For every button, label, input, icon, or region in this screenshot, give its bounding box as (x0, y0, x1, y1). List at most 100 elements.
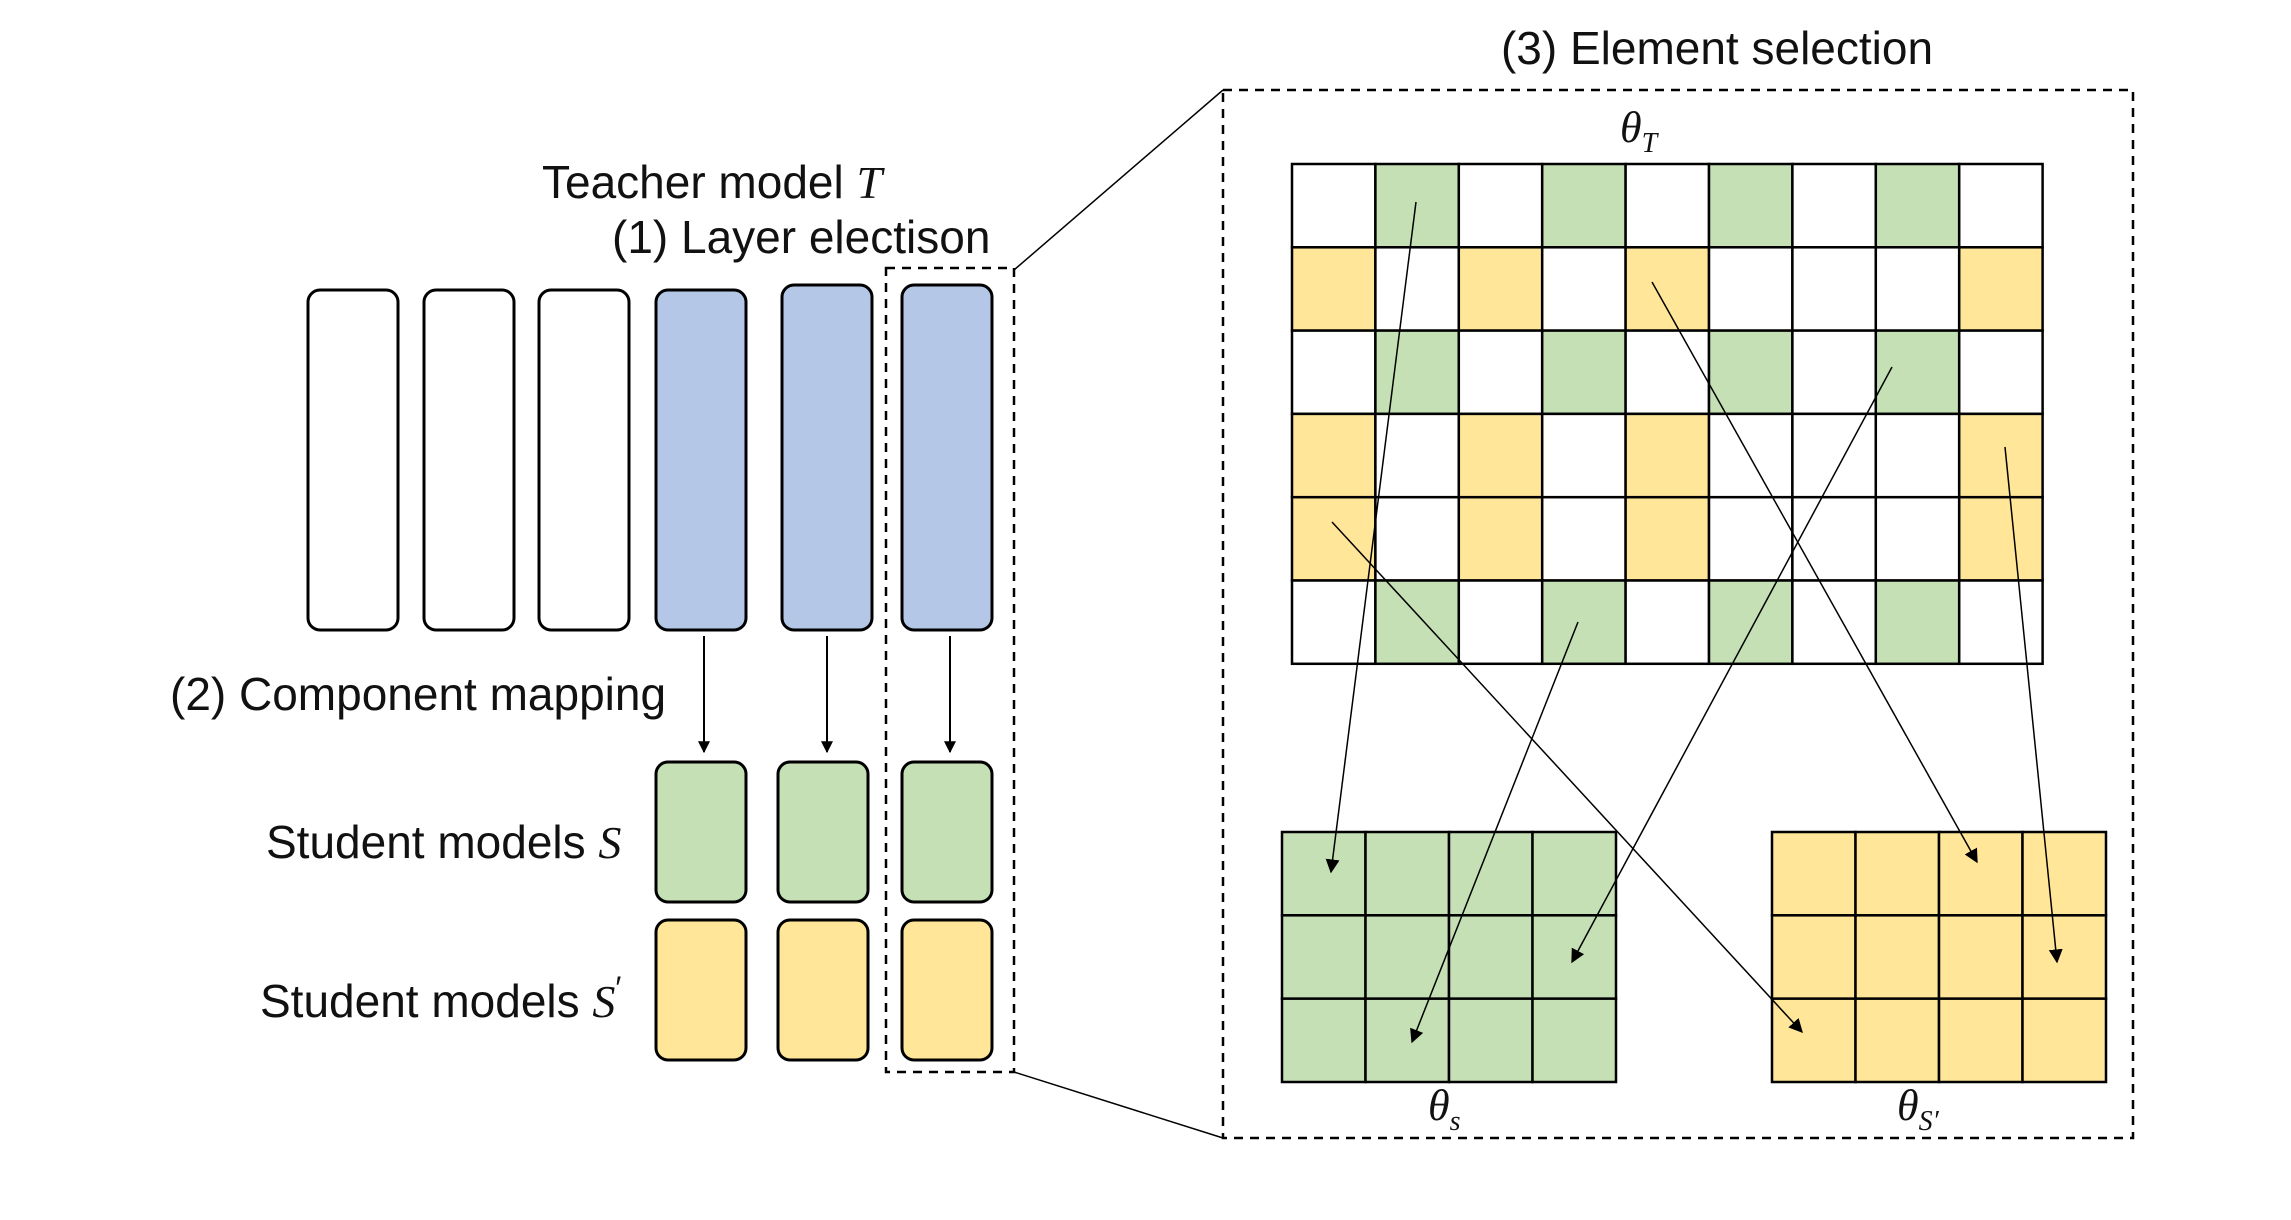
teacher-symbol: T (857, 157, 886, 208)
theta-t-cell (1957, 579, 2044, 666)
theta-s-cell (1447, 997, 1534, 1084)
theta-s-cell (1364, 914, 1451, 1000)
student-s-prime-symbol: S (592, 976, 615, 1027)
theta-t-cell (1457, 579, 1544, 666)
student-s-layer-2 (776, 760, 870, 904)
theta-t-cell (1540, 329, 1627, 416)
selection-arrow-1 (1325, 201, 1417, 874)
student-s-prime-layer-2 (776, 918, 870, 1062)
theta-t-cell (1290, 579, 1377, 666)
theta-t-cell (1791, 495, 1878, 582)
student-models-s-prime-label: Student models S′ (260, 970, 621, 1027)
teacher-layer-2 (422, 288, 516, 632)
theta-t-cell (1457, 329, 1544, 416)
teacher-layer-6 (900, 283, 994, 632)
theta-s-cell (1447, 914, 1534, 1000)
theta-s-prime-cell (1770, 830, 1857, 917)
theta-s-grid (1280, 830, 1618, 1084)
selected-layer-dashed-box (884, 266, 1016, 1074)
theta-t-cell (1791, 329, 1878, 416)
theta-t-cell (1957, 495, 2044, 582)
theta-t-cell (1707, 162, 1794, 249)
theta-s-prime-cell (1937, 914, 2024, 1000)
theta-s-prime-cell (1854, 914, 1941, 1000)
theta-s-prime-cell (1937, 830, 2024, 917)
theta-s-prime-cell (2021, 997, 2108, 1084)
theta-t-cell (1290, 246, 1377, 332)
theta-s-cell (1531, 997, 1618, 1084)
component-mapping-arrows (698, 636, 956, 754)
theta-s-prime-cell (1854, 997, 1941, 1084)
theta-t-cell (1624, 412, 1711, 499)
zoom-line-bottom (1013, 1071, 1224, 1139)
component-mapping-label: (2) Component mapping (170, 668, 666, 720)
theta-t-cell (1457, 412, 1544, 499)
selection-arrow-5 (1331, 521, 1803, 1034)
theta-t-cell (1624, 495, 1711, 582)
theta-t-cell (1624, 579, 1711, 666)
theta-t-cell (1874, 329, 1961, 416)
theta-t-cell (1791, 412, 1878, 499)
theta-t-cell (1374, 329, 1461, 416)
theta-t-cell (1957, 162, 2044, 249)
theta-s-prime-cell (1770, 997, 1857, 1084)
theta-t-cell (1874, 579, 1961, 666)
theta-s-cell (1531, 830, 1618, 917)
theta-t-cell (1791, 246, 1878, 332)
student-s-layers (654, 760, 994, 904)
theta-t-cell (1290, 329, 1377, 416)
teacher-model-label: Teacher model T (542, 156, 886, 208)
student-s-prime-layers (654, 918, 994, 1062)
theta-t-cell (1957, 412, 2044, 499)
theta-t-label: θT (1620, 103, 1660, 159)
theta-s-cell (1280, 830, 1367, 917)
theta-t-cell (1374, 495, 1461, 582)
theta-t-cell (1624, 246, 1711, 332)
theta-t-cell (1457, 246, 1544, 332)
theta-t-cell (1957, 246, 2044, 332)
teacher-layers (306, 283, 994, 632)
theta-s-prime-cell (2021, 830, 2108, 917)
selection-arrow-3 (1571, 366, 1893, 964)
theta-s-cell (1364, 997, 1451, 1084)
theta-s-label: θs (1428, 1081, 1461, 1137)
theta-t-cell (1374, 579, 1461, 666)
teacher-layer-3 (537, 288, 631, 632)
student-s-symbol: S (598, 817, 621, 868)
theta-t-cell (1374, 246, 1461, 332)
student-models-s-label: Student models S (266, 816, 621, 868)
teacher-layer-4 (654, 288, 748, 632)
theta-t-cell (1290, 495, 1377, 582)
theta-t-cell (1874, 495, 1961, 582)
student-s-prime-layer-3 (900, 918, 994, 1062)
theta-t-cell (1457, 495, 1544, 582)
theta-t-cell (1874, 162, 1961, 249)
theta-s-prime-cell (1770, 914, 1857, 1000)
theta-t-cell (1874, 246, 1961, 332)
selection-arrow-2 (1651, 281, 1978, 864)
zoom-line-top (1013, 89, 1224, 271)
theta-t-cell (1540, 579, 1627, 666)
theta-s-prime-cell (1854, 830, 1941, 917)
layer-election-label: (1) Layer electison (612, 211, 990, 263)
theta-t-cell (1290, 412, 1377, 499)
theta-t-cell (1791, 162, 1878, 249)
theta-t-cell (1624, 329, 1711, 416)
teacher-layer-5 (780, 283, 874, 632)
theta-t-cell (1540, 412, 1627, 499)
theta-t-cell (1374, 162, 1461, 249)
theta-t-grid (1290, 162, 2044, 666)
theta-s-prime-label: θS′ (1897, 1081, 1940, 1137)
element-selection-arrows (1325, 201, 2063, 1044)
theta-t-cell (1540, 246, 1627, 332)
student-s-layer-1 (654, 760, 748, 904)
theta-s-prime-cell (1937, 997, 2024, 1084)
selection-arrow-6 (1410, 621, 1579, 1044)
theta-s-prime-grid (1770, 830, 2108, 1084)
theta-t-cell (1874, 412, 1961, 499)
theta-t-cell (1791, 579, 1878, 666)
student-s-layer-3 (900, 760, 994, 904)
student-s-prime-layer-1 (654, 918, 748, 1062)
teacher-layer-1 (306, 288, 400, 632)
